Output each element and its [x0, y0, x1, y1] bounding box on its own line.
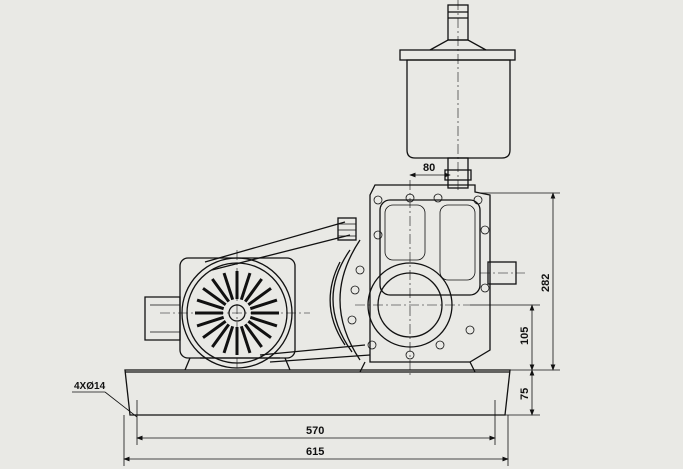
- dim-105: 105: [519, 327, 531, 345]
- bolt: [367, 340, 377, 350]
- bolt: [347, 315, 357, 325]
- fan-fin: [202, 287, 227, 306]
- fan-fin: [222, 325, 235, 354]
- dim-570: 570: [306, 425, 324, 437]
- bolt: [405, 350, 415, 360]
- dim-75: 75: [519, 388, 531, 400]
- dim-615: 615: [306, 446, 324, 458]
- fan-fin: [249, 315, 278, 328]
- fan-fin: [247, 320, 272, 339]
- bolt: [465, 325, 475, 335]
- bolt: [373, 230, 383, 240]
- fan-fin: [211, 278, 230, 303]
- bolt: [433, 193, 443, 203]
- bolt: [435, 340, 445, 350]
- bolt: [480, 225, 490, 235]
- bolt: [405, 193, 415, 203]
- fan-fin: [249, 298, 278, 311]
- bolt: [480, 283, 490, 293]
- fan-fin: [196, 315, 225, 328]
- dimension-lines: [72, 172, 560, 462]
- dim-282: 282: [540, 274, 552, 292]
- bolt: [355, 265, 365, 275]
- oil-tank: [399, 0, 516, 190]
- bolt: [473, 195, 483, 205]
- bolt: [350, 285, 360, 295]
- fan-fin: [239, 325, 252, 354]
- bolt: [373, 195, 383, 205]
- fan-fin: [244, 278, 263, 303]
- fan-fin: [196, 298, 225, 311]
- dim-80: 80: [423, 162, 435, 174]
- pump-bolts: [347, 193, 490, 360]
- fan-fin: [247, 287, 272, 306]
- fan-fin: [239, 272, 252, 301]
- drive-belt: [204, 217, 371, 363]
- pump-body: [329, 180, 525, 375]
- fan-fin: [222, 272, 235, 301]
- fan-fin: [211, 323, 230, 348]
- dim-mount-holes: 4XØ14: [74, 381, 106, 392]
- fan-fin: [202, 320, 227, 339]
- fan-fin: [244, 323, 263, 348]
